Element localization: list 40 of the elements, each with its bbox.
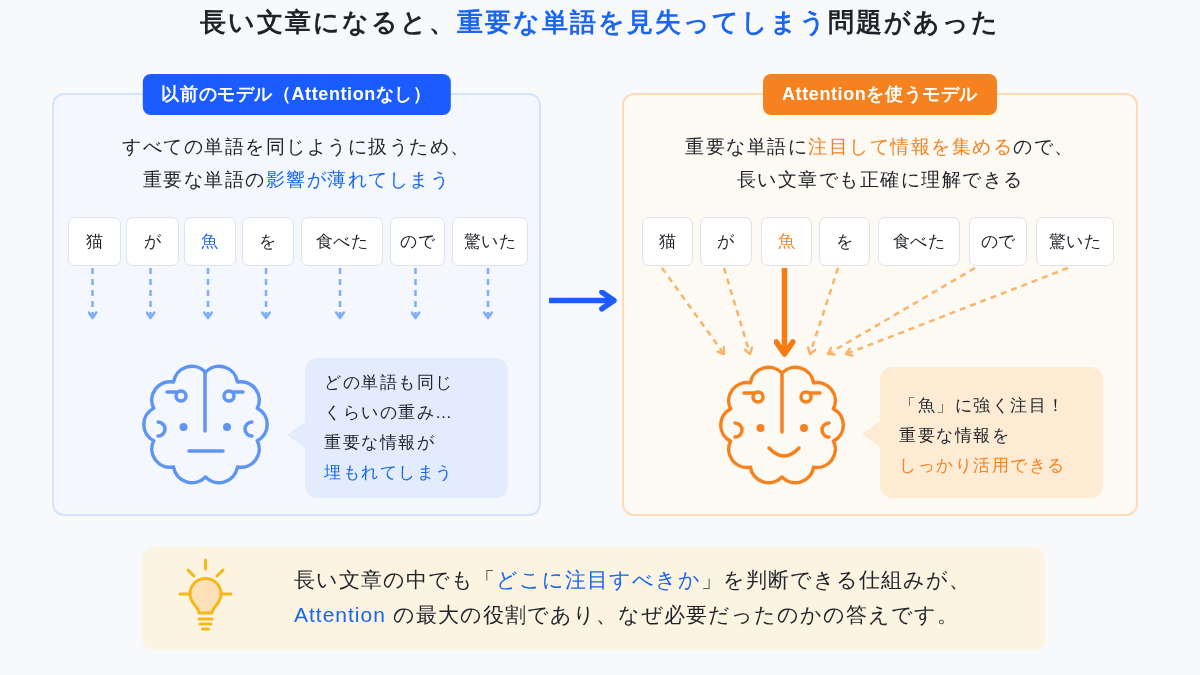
word-card: 食べた — [878, 217, 960, 266]
dashed-arrow — [722, 267, 754, 356]
word-card: 猫 — [68, 217, 121, 266]
dashed-arrow — [482, 268, 494, 320]
bubble-text: 「魚」に強く注目！ — [899, 395, 1067, 417]
dashed-arrow — [87, 268, 98, 320]
dashed-arrow — [806, 267, 840, 356]
dashed-arrow — [260, 268, 272, 320]
panel-description: 重要な単語に注目して情報を集めるので、長い文章でも正確に理解できる — [684, 135, 1076, 192]
word-card: を — [242, 217, 294, 266]
word-card: ので — [390, 217, 445, 266]
bubble-text: どの単語も同じくらいの重み… — [324, 372, 455, 424]
speech-bubble — [862, 367, 1103, 498]
summary-text: 長い文章の中でも「どこに注目すべきか」を判断できる仕組みが、Attention の最大の役割であり、なぜ必要だったのかの答えです。 — [294, 567, 972, 628]
word-card: が — [126, 217, 179, 266]
word-card: を — [819, 217, 870, 266]
heading-badge: Attentionを使うモデル — [763, 74, 997, 115]
arrow — [773, 268, 796, 357]
summary-callout — [142, 547, 1045, 650]
word-card: ので — [969, 217, 1027, 266]
arrow — [549, 289, 617, 312]
dashed-arrow — [202, 268, 214, 320]
heading-badge: 以前のモデル（Attentionなし） — [142, 74, 451, 115]
dashed-arrow — [334, 268, 346, 320]
title: 長い文章になると、重要な単語を見失ってしまう問題があった — [200, 6, 1000, 39]
word-card: 魚 — [184, 217, 236, 266]
dashed-arrow — [844, 266, 1069, 357]
word-card: 驚いた — [452, 217, 528, 266]
word-card: 食べた — [301, 217, 383, 266]
word-card: 驚いた — [1036, 217, 1114, 266]
word-card: が — [700, 217, 752, 266]
dashed-arrow — [410, 268, 421, 320]
word-card: 魚 — [761, 217, 812, 266]
dashed-arrow — [826, 266, 976, 356]
panel-description: すべての単語を同じように扱うため、重要な単語の影響が薄れてしまう — [121, 135, 472, 192]
dashed-arrow — [661, 267, 726, 356]
bubble-text: 重要な情報をしっかり活用できる — [899, 425, 1067, 477]
dashed-arrow — [145, 268, 156, 320]
bubble-text: 重要な情報が埋もれてしまう — [324, 432, 455, 484]
word-card: 猫 — [642, 217, 693, 266]
